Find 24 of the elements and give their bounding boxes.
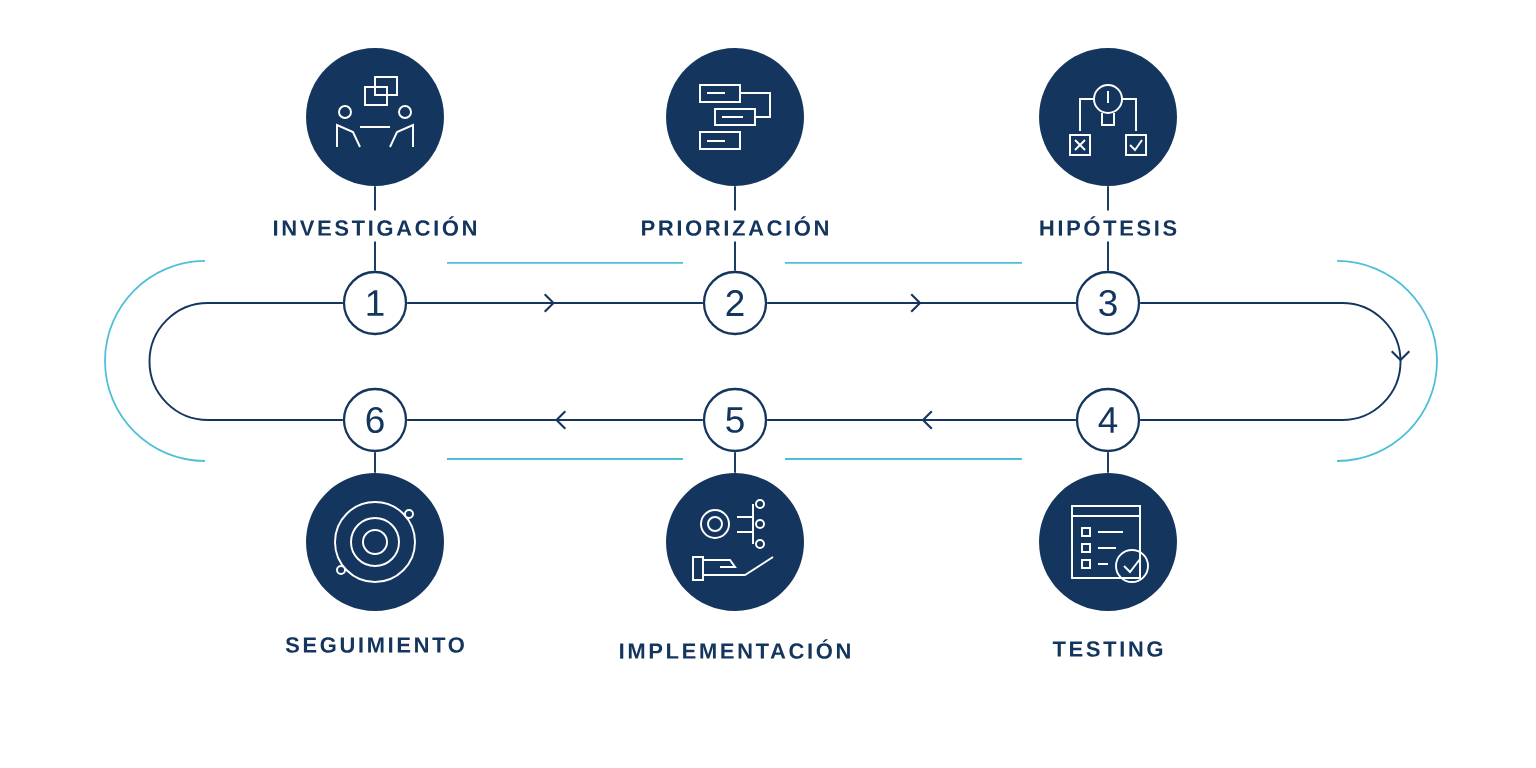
step-number: 5 (702, 387, 768, 453)
step-title: INVESTIGACIÓN (274, 216, 476, 236)
connector (374, 240, 376, 272)
step-title: PRIORIZACIÓN (642, 216, 828, 236)
step-title: IMPLEMENTACIÓN (620, 639, 850, 659)
connector (1107, 240, 1109, 272)
connector (734, 451, 736, 474)
step-number: 3 (1075, 270, 1141, 336)
step-title: HIPÓTESIS (1040, 216, 1177, 236)
connector (406, 410, 704, 430)
connector (766, 410, 1077, 430)
connector (148, 302, 344, 421)
step-number: 4 (1075, 387, 1141, 453)
step-title: TESTING (1052, 641, 1163, 657)
connector (1107, 451, 1109, 474)
connector (374, 451, 376, 474)
connector (734, 240, 736, 272)
connector (406, 293, 704, 313)
step-number: 2 (702, 270, 768, 336)
step-number: 6 (342, 387, 408, 453)
step-number: 1 (342, 270, 408, 336)
connector (766, 293, 1077, 313)
connector (1139, 302, 1411, 421)
step-title: SEGUIMIENTO (285, 637, 464, 653)
